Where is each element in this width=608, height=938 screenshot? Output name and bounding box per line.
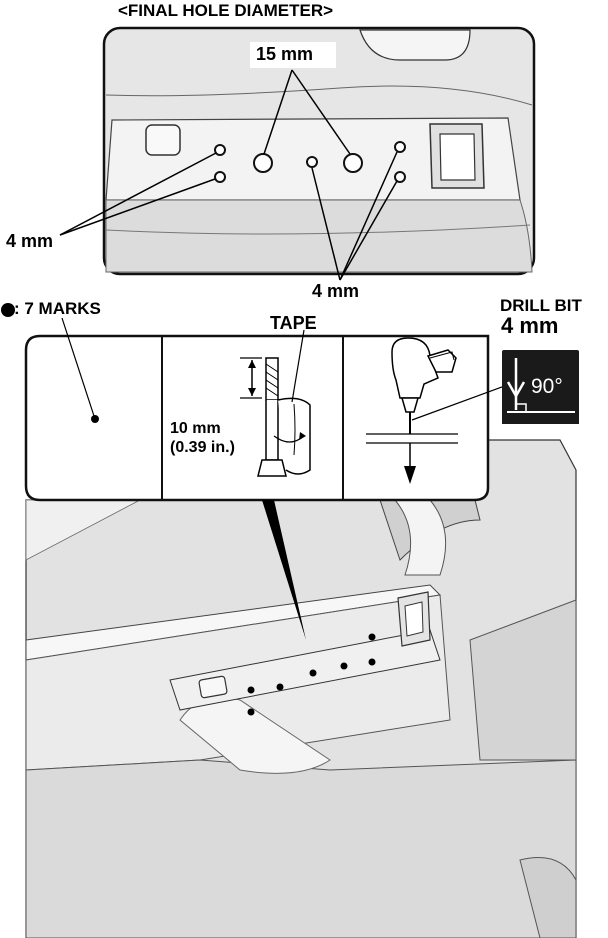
final-hole-diameter-title: <FINAL HOLE DIAMETER>: [118, 1, 334, 20]
hole-15mm-label: 15 mm: [256, 44, 314, 64]
mark-dot: [276, 683, 284, 691]
hole-4mm: [306, 156, 318, 168]
drill-bit-label: DRILL BIT: [500, 296, 582, 315]
slot-left: [145, 124, 181, 156]
tape-length-mm-label: 10 mm: [170, 420, 221, 437]
callout-pointer: [262, 500, 306, 640]
step-tape: [240, 329, 311, 477]
final-hole-panel: [102, 26, 536, 276]
hole-4mm: [214, 171, 226, 183]
step-boxes: [24, 334, 490, 640]
hole-4mm-left-label: 4 mm: [6, 231, 54, 251]
mark-dot: [247, 686, 255, 694]
hole-15mm: [253, 153, 273, 173]
hole-4mm: [394, 171, 406, 183]
tape-label: TAPE: [270, 313, 317, 333]
drill-angle-label: 90°: [531, 375, 563, 398]
tape-length-in-label: (0.39 in.): [170, 439, 235, 456]
mark-dot: [368, 633, 376, 641]
hole-4mm: [394, 141, 406, 153]
drill-icon: [391, 337, 439, 399]
marks-count-label: : 7 MARKS: [14, 299, 101, 318]
mark-legend-dot: [1, 303, 15, 317]
hole-4mm-right-label: 4 mm: [312, 281, 360, 301]
step-drill: [366, 337, 511, 484]
mark-dot: [368, 658, 376, 666]
mark-dot: [340, 662, 348, 670]
mark-dot: [309, 669, 317, 677]
door-panel-illustration: [25, 439, 577, 938]
angle-badge: [502, 350, 579, 424]
drill-bit-size-label: 4 mm: [501, 313, 559, 338]
hole-4mm: [214, 144, 226, 156]
mark-dot: [247, 708, 255, 716]
step-mark: [61, 317, 99, 423]
mark-dot-sample: [91, 415, 99, 423]
leader-lines-top: [59, 69, 398, 281]
hole-15mm: [343, 153, 363, 173]
